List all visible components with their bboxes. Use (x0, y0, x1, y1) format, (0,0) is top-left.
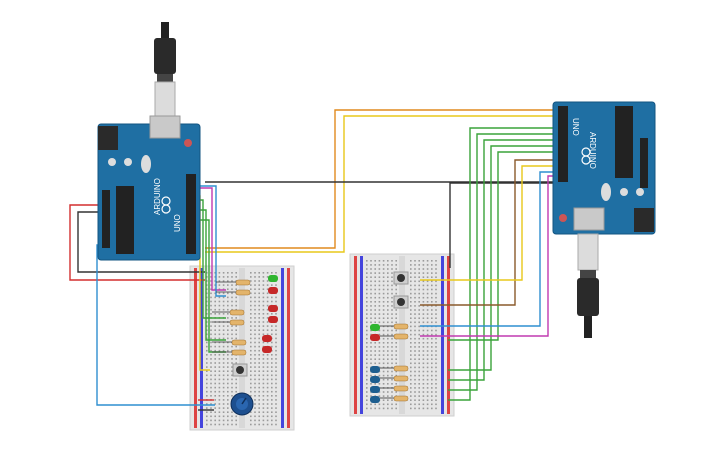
led-red (268, 316, 278, 323)
wire-green-1 (448, 127, 556, 401)
wire-green-4 (448, 145, 556, 371)
led-red (370, 334, 380, 341)
arduino-logo-icon (581, 147, 591, 165)
pushbutton-left (232, 363, 248, 377)
wire-yellow-right (420, 165, 556, 281)
led-red (262, 335, 272, 342)
resistor (393, 395, 409, 402)
led-green (370, 324, 380, 331)
led-red (262, 346, 272, 353)
wire-magenta-left (195, 187, 226, 291)
arduino-left[interactable]: ARDUINO UNO (97, 22, 201, 261)
resistor (235, 279, 251, 286)
resistor (231, 339, 247, 346)
arduino-right[interactable]: ARDUINO UNO (552, 101, 656, 338)
wire-blue-left (195, 185, 226, 297)
wire-black-right-bb (449, 182, 556, 268)
resistor (393, 323, 409, 330)
pushbutton-right-2 (393, 295, 409, 309)
resistor (235, 289, 251, 296)
wire-black-left (77, 211, 205, 273)
right-bb-components (370, 271, 409, 403)
wire-green-5 (448, 151, 556, 341)
wire-magenta-right (420, 175, 556, 337)
left-breadboard-holes (206, 272, 277, 426)
led-blue (370, 366, 380, 373)
left-bb-components (212, 275, 278, 416)
resistor (229, 319, 245, 326)
usb-cable-icon (154, 22, 176, 119)
arduino-right-model: UNO (571, 118, 580, 136)
wire-orange-cross (205, 109, 556, 249)
led-red (268, 287, 278, 294)
led-blue (370, 386, 380, 393)
wire-brown (420, 159, 556, 306)
pushbutton-right-1 (393, 271, 409, 285)
resistor (393, 385, 409, 392)
resistor (229, 309, 245, 316)
resistor (231, 349, 247, 356)
led-red (268, 305, 278, 312)
resistor (393, 333, 409, 340)
wire-green-3 (448, 139, 556, 381)
resistor (393, 365, 409, 372)
arduino-right-brand: ARDUINO (588, 132, 597, 169)
wires (69, 109, 556, 411)
led-blue (370, 376, 380, 383)
arduino-left-brand: ARDUINO (153, 178, 162, 215)
wire-green-2 (448, 133, 556, 391)
led-blue (370, 396, 380, 403)
resistor (393, 375, 409, 382)
potentiometer (230, 392, 254, 416)
wire-red-left (69, 204, 205, 281)
led-green (268, 275, 278, 282)
arduino-left-model: UNO (173, 214, 182, 232)
wire-blue-right (420, 171, 556, 327)
usb-cable-icon (577, 233, 599, 338)
wire-yellow-cross (205, 115, 556, 253)
arduino-logo-icon (161, 196, 171, 214)
